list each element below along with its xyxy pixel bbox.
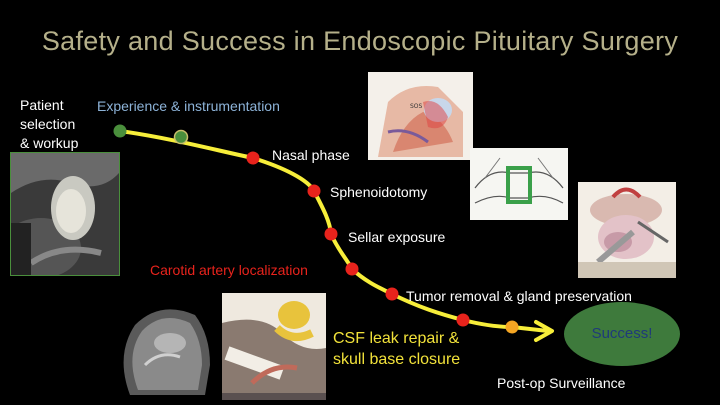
ct-scan-image bbox=[110, 295, 215, 400]
dot-experience bbox=[173, 129, 189, 145]
label-sellar-exposure: Sellar exposure bbox=[348, 229, 446, 245]
label-tumor-removal: Tumor removal & gland preservation bbox=[406, 288, 632, 304]
label-csf-repair: CSF leak repair & skull base closure bbox=[333, 330, 461, 368]
dot-sphenoidotomy bbox=[307, 184, 321, 198]
path-arrowhead bbox=[534, 320, 554, 342]
sellar-drawing bbox=[470, 148, 568, 220]
label-sphenoidotomy: Sphenoidotomy bbox=[330, 184, 428, 200]
dot-patient-selection bbox=[113, 124, 127, 138]
nasal-anatomy-illustration: SOS bbox=[368, 72, 473, 160]
dot-sellar-exposure bbox=[324, 227, 338, 241]
label-postop: Post-op Surveillance bbox=[497, 375, 626, 391]
label-experience: Experience & instrumentation bbox=[97, 98, 280, 114]
dot-carotid bbox=[345, 262, 359, 276]
label-patient-selection: Patient selection & workup bbox=[20, 97, 79, 151]
sos-label: SOS bbox=[410, 103, 423, 110]
tumor-removal-illustration bbox=[578, 182, 676, 278]
label-carotid: Carotid artery localization bbox=[150, 262, 308, 278]
mri-image bbox=[10, 152, 120, 276]
dot-tumor-removal bbox=[385, 287, 399, 301]
dot-postop bbox=[505, 320, 519, 334]
success-label: Success! bbox=[591, 325, 653, 342]
closure-illustration bbox=[222, 293, 326, 400]
label-nasal-phase: Nasal phase bbox=[272, 147, 350, 163]
success-ellipse bbox=[564, 302, 680, 366]
dot-nasal-phase bbox=[246, 151, 260, 165]
dot-csf-repair bbox=[456, 313, 470, 327]
slide-title: Safety and Success in Endoscopic Pituita… bbox=[41, 26, 679, 56]
